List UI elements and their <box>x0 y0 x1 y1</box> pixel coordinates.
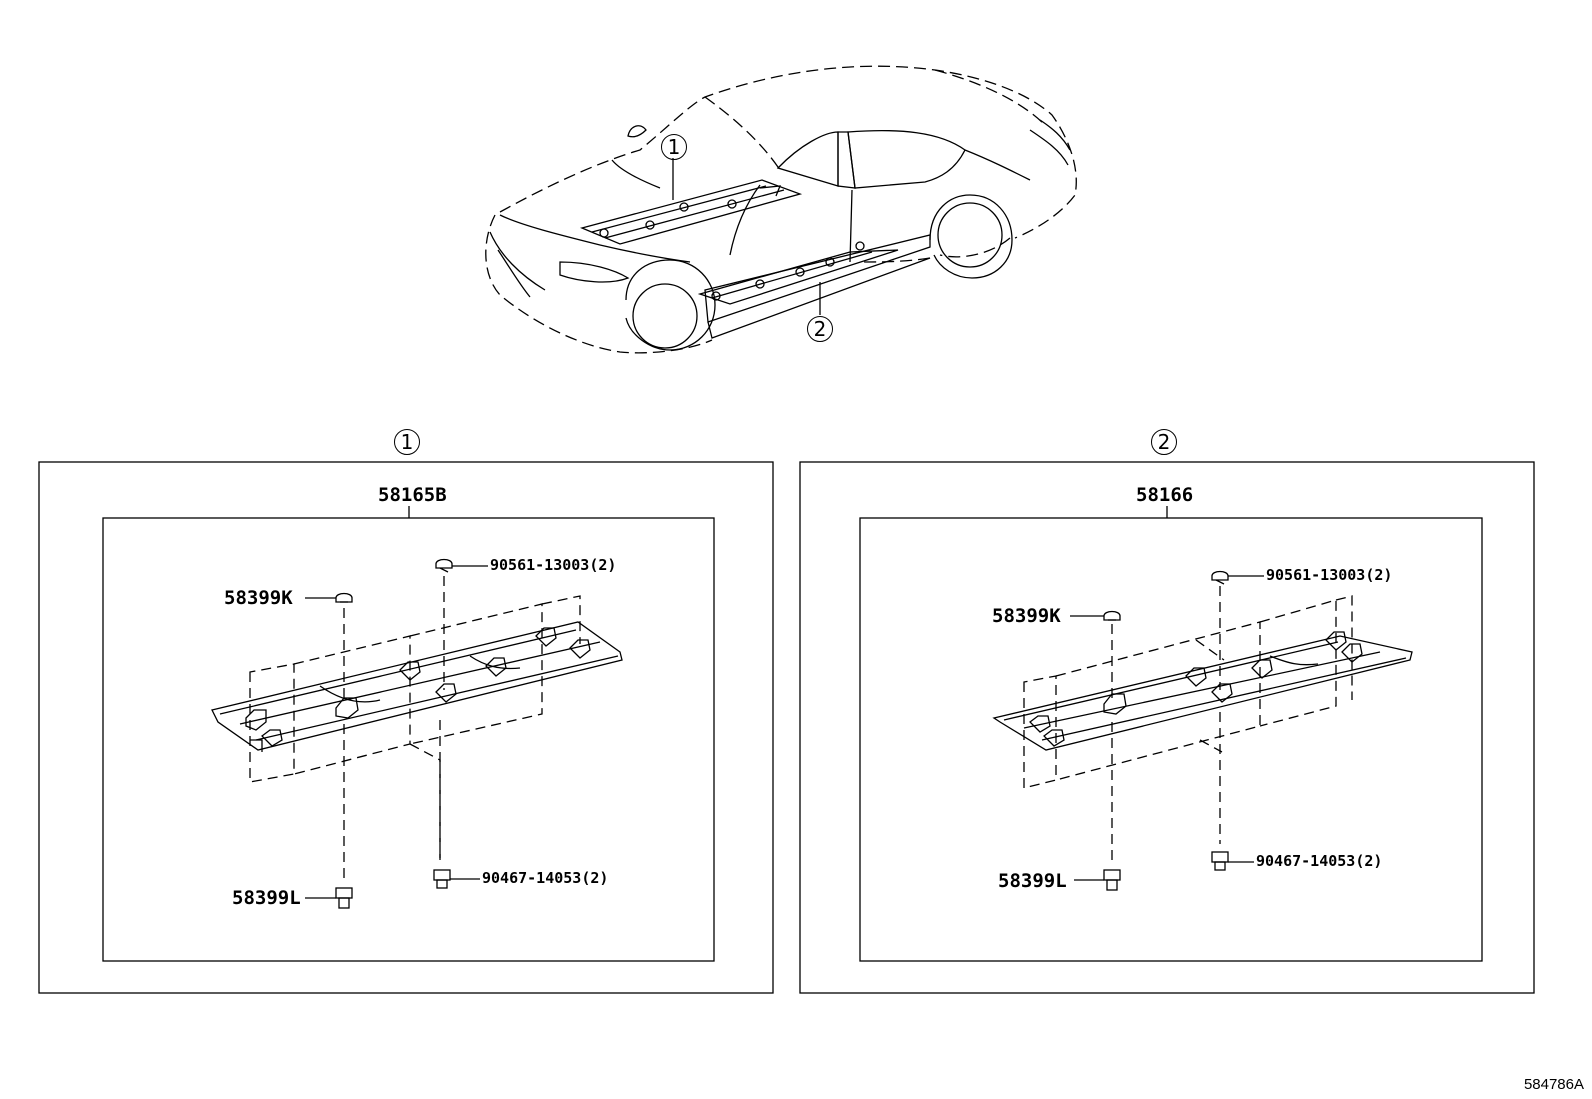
panel-1-clip-bottom-part <box>335 887 353 909</box>
panel-2-scuff-plate <box>992 570 1413 891</box>
panel-2-fastener-bottom-part <box>1211 851 1229 871</box>
panel-2-frames <box>799 461 1535 994</box>
car-b-pillar <box>837 131 856 189</box>
car-illustration <box>485 65 1077 354</box>
panel-2-fastener-bottom-label: 90467-14053(2) <box>1256 852 1383 870</box>
panel-2-assembly-label: 58166 <box>1136 484 1194 506</box>
car-door-line <box>729 184 853 263</box>
panel-1-scuff-plate <box>211 558 623 909</box>
panel-1-fastener-bottom-label: 90467-14053(2) <box>482 869 609 887</box>
car-body-outline <box>485 65 1077 354</box>
panel-2-fastener-top-label: 90561-13003(2) <box>1266 566 1393 584</box>
car-rear-wheel <box>929 194 1013 279</box>
panel-1-clip-bottom-label: 58399L <box>232 887 301 909</box>
panel-2-fastener-top-part <box>1211 570 1229 585</box>
car-part-2 <box>697 241 899 305</box>
illustration-code: 584786A <box>1523 1076 1584 1093</box>
car-part-1 <box>579 179 803 245</box>
panel-1-frames <box>38 461 774 994</box>
panel-2-clip-top-label: 58399K <box>992 605 1061 627</box>
car-windshield <box>704 69 1046 171</box>
car-headlight <box>559 261 630 283</box>
panel-1-fastener-top-label: 90561-13003(2) <box>490 556 617 574</box>
car-rear-window <box>964 149 1031 181</box>
car-trunk <box>1029 119 1071 166</box>
panel-1-assembly-label: 58165B <box>378 484 447 506</box>
callout-panel-2: 2 <box>1151 429 1177 455</box>
panel-2-clip-bottom-part <box>1103 869 1121 891</box>
car-front-wheel <box>625 259 716 351</box>
panel-2-clip-top-part <box>1103 610 1121 621</box>
callout-car-1: 1 <box>661 134 687 160</box>
panel-1-clip-top-part <box>335 592 353 603</box>
car-rocker <box>704 234 931 323</box>
car-hood-line <box>499 159 691 263</box>
car-grille <box>489 231 546 298</box>
callout-panel-1: 1 <box>394 429 420 455</box>
panel-1-fastener-bottom-part <box>433 869 451 889</box>
panel-1-clip-top-label: 58399K <box>224 587 293 609</box>
panel-1-fastener-top-part <box>435 558 453 573</box>
callout-car-2: 2 <box>807 316 833 342</box>
panel-2-clip-bottom-label: 58399L <box>998 870 1067 892</box>
car-window-rear <box>847 129 966 189</box>
car-mirror <box>627 125 647 138</box>
car-window-front <box>776 131 839 187</box>
